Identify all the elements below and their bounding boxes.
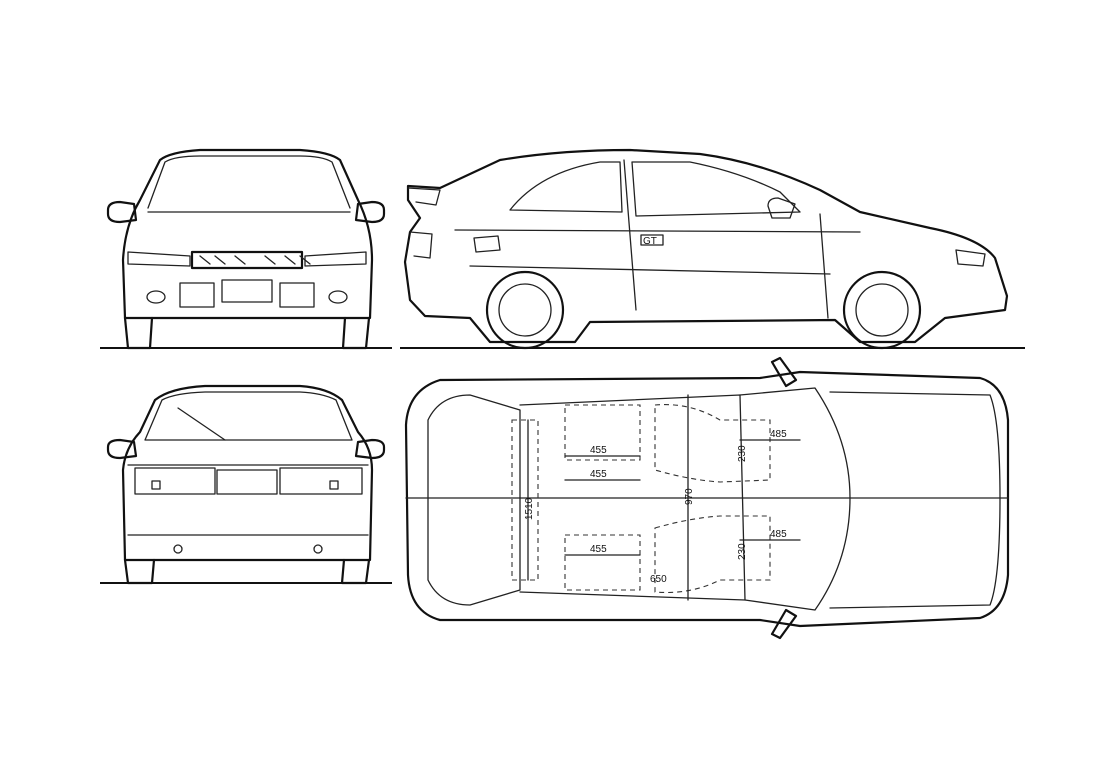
side-badge: GT xyxy=(643,236,657,247)
front-left-air-intake xyxy=(179,282,215,308)
front-license-plate xyxy=(221,279,273,303)
front-right-mirror xyxy=(354,200,386,224)
dim-front-depth-upper: 230 xyxy=(737,445,748,462)
dim-seat-front-right: 485 xyxy=(770,529,787,540)
side-taillight xyxy=(409,231,433,259)
front-body-outline xyxy=(121,148,374,320)
side-beltline xyxy=(454,229,861,233)
rear-right-mirror xyxy=(354,438,386,460)
top-body-outline xyxy=(404,370,1010,628)
rear-bench-seat xyxy=(511,419,539,581)
rear-right-reflector xyxy=(329,480,339,490)
front-left-foglight xyxy=(146,290,166,304)
dim-headroom-front: 970 xyxy=(684,488,695,505)
top-roof xyxy=(519,394,746,601)
front-grille xyxy=(190,250,304,270)
dim-headroom-rear: 650 xyxy=(650,574,667,585)
dim-rear-width-mid: 455 xyxy=(590,469,607,480)
side-fuel-cap xyxy=(473,235,501,253)
rear-right-seat xyxy=(564,534,641,591)
side-badge-box xyxy=(640,234,664,246)
side-mirror xyxy=(767,197,796,219)
side-headlight xyxy=(955,249,986,267)
top-hood xyxy=(829,391,1001,609)
dim-front-depth-lower: 230 xyxy=(737,543,748,560)
top-windshield xyxy=(739,387,851,611)
top-rear-window xyxy=(427,394,521,606)
rear-right-exhaust xyxy=(313,544,323,554)
dim-seat-front-left: 485 xyxy=(770,429,787,440)
rear-right-taillight xyxy=(279,467,363,495)
front-right-seat xyxy=(654,515,771,593)
rear-right-tire xyxy=(340,558,371,585)
side-view: GT xyxy=(400,148,1025,350)
side-rear-wheel xyxy=(485,270,565,350)
top-left-mirror xyxy=(770,356,798,388)
rear-left-tire xyxy=(123,558,156,585)
side-front-rim xyxy=(855,283,909,337)
front-view xyxy=(100,148,392,350)
side-spoiler xyxy=(407,187,441,206)
rear-window xyxy=(144,391,353,441)
rear-body-outline xyxy=(121,384,374,562)
rear-left-reflector xyxy=(151,480,161,490)
dimension-lines xyxy=(527,394,801,601)
front-windshield xyxy=(147,155,351,209)
front-right-air-intake xyxy=(279,282,315,308)
front-left-seat xyxy=(654,404,771,483)
rear-left-mirror xyxy=(106,438,138,460)
front-left-tire xyxy=(123,316,154,350)
rear-left-taillight xyxy=(134,467,216,495)
front-right-headlight xyxy=(304,251,367,267)
side-rear-rim xyxy=(498,283,552,337)
side-front-wheel xyxy=(842,270,922,350)
side-door-seam-front xyxy=(819,213,829,319)
top-right-mirror xyxy=(770,608,798,640)
front-right-tire xyxy=(341,316,371,350)
front-left-mirror xyxy=(106,200,138,224)
dim-cabin-length: 1510 xyxy=(524,497,535,520)
rear-view xyxy=(100,384,392,585)
top-view: 455 455 455 485 485 970 1510 230 230 650 xyxy=(404,356,1010,640)
front-right-foglight xyxy=(328,290,348,304)
side-door-seam-rear xyxy=(623,159,637,311)
rear-license-plate xyxy=(216,469,278,495)
front-left-headlight xyxy=(127,251,191,267)
front-grille-slats xyxy=(199,255,311,265)
side-body-crease xyxy=(469,265,831,275)
rear-left-exhaust xyxy=(173,544,183,554)
side-front-window xyxy=(631,161,801,217)
rear-wiper xyxy=(177,407,226,441)
side-body-outline xyxy=(403,148,1009,344)
side-rear-window xyxy=(509,161,623,213)
rear-left-seat xyxy=(564,404,641,461)
dim-rear-width-upper: 455 xyxy=(590,445,607,456)
dim-rear-width-lower: 455 xyxy=(590,544,607,555)
